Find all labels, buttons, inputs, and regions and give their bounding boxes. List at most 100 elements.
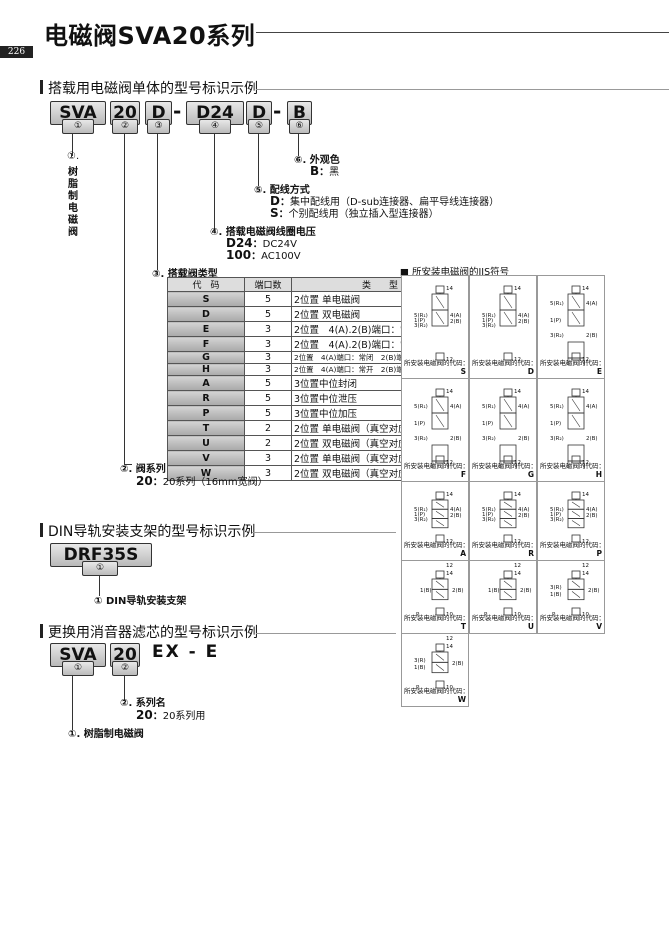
- port-label-12: 12: [514, 460, 521, 466]
- port-label-5: 5(R₁): [414, 404, 428, 410]
- port-label-1b: 1(B): [550, 592, 562, 598]
- jis-caption: 所安装电磁阀的代码：U: [472, 612, 537, 631]
- port-count: 5: [244, 306, 292, 322]
- din-note: ① DIN导轨安装支架: [94, 596, 187, 607]
- jis-caption-code: V: [596, 622, 602, 631]
- port-label-4: 4(A): [450, 507, 462, 513]
- valve-symbol-icon: [567, 491, 585, 543]
- code-num: ①: [62, 119, 94, 134]
- port-label-5: 5(R₁): [482, 313, 496, 319]
- jis-caption-code: S: [460, 367, 466, 376]
- jis-caption: 所安装电磁阀的代码：D: [472, 357, 537, 376]
- section-heading-silencer: 更换用消音器滤芯的型号标识示例: [48, 625, 258, 641]
- port-label-2: 2(B): [518, 436, 530, 442]
- jis-caption-code: G: [527, 470, 534, 479]
- port-label-3: 3(R₂): [414, 517, 428, 523]
- port-label-2: 2(B): [452, 588, 464, 594]
- port-label-2: 2(B): [518, 513, 530, 519]
- valve-symbol-icon: [431, 388, 449, 468]
- title-rule: [256, 32, 669, 33]
- port-label-14: 14: [582, 492, 589, 498]
- leader-line: [124, 134, 125, 464]
- note-5-label: ⑤. 配线方式: [254, 185, 310, 196]
- valve-code: W: [167, 465, 245, 481]
- valve-code: U: [167, 435, 245, 451]
- valve-code: R: [167, 390, 245, 406]
- port-count: 5: [244, 291, 292, 307]
- jis-caption-text: 所安装电磁阀的代码：: [540, 541, 605, 549]
- port-label-1b: 1(B): [420, 588, 432, 594]
- port-label-14: 14: [582, 571, 589, 577]
- silencer-series-code: 20: [136, 708, 153, 722]
- jis-caption-code: T: [460, 622, 466, 631]
- port-count: 3: [244, 450, 292, 466]
- port-label-5: 5(R₁): [482, 404, 496, 410]
- leader-line: [298, 134, 299, 156]
- jis-caption: 所安装电磁阀的代码：F: [404, 460, 469, 479]
- leader-line: [72, 134, 73, 156]
- port-label-12: 12: [446, 460, 453, 466]
- port-label-1: 1(P): [550, 512, 562, 518]
- jis-caption-text: 所安装电磁阀的代码：: [404, 462, 469, 470]
- valve-symbol-icon: [567, 570, 585, 616]
- note-1-label: ①.: [67, 151, 80, 162]
- col-header-ports: 端口数: [244, 277, 292, 292]
- port-count: 5: [244, 390, 292, 406]
- port-label-2: 2(B): [586, 333, 598, 339]
- port-label-12: 12: [514, 357, 521, 363]
- port-label-4: 4(A): [450, 313, 462, 319]
- port-label-1: 1(P): [550, 421, 562, 427]
- jis-caption-code: F: [460, 470, 466, 479]
- port-label-2: 2(B): [586, 436, 598, 442]
- valve-code: S: [167, 291, 245, 307]
- jis-caption: 所安装电磁阀的代码：G: [472, 460, 537, 479]
- port-label-14: 14: [446, 389, 453, 395]
- port-label-1: 1(P): [414, 512, 426, 518]
- port-label-12: 12: [582, 357, 589, 363]
- jis-caption-text: 所安装电磁阀的代码：: [540, 359, 605, 367]
- valve-code: P: [167, 405, 245, 421]
- voltage-desc-100: AC100V: [261, 251, 301, 262]
- port-label-4: 4(A): [586, 507, 598, 513]
- port-label-5: 5(R₁): [414, 507, 428, 513]
- wiring-code-s: S: [270, 206, 279, 220]
- port-label-p: P: [416, 685, 420, 691]
- port-label-1: 1(P): [482, 421, 494, 427]
- port-label-5: 5(R₁): [550, 301, 564, 307]
- silencer-series-desc: 20系列用: [162, 711, 206, 722]
- note-4-label: ④. 搭载电磁阀线圈电压: [210, 227, 316, 238]
- wiring-desc-d: 集中配线用（D-sub连接器、扁平导线连接器）: [289, 197, 500, 208]
- jis-caption-code: P: [596, 549, 603, 558]
- jis-caption-code: U: [527, 622, 534, 631]
- port-label-p: P: [416, 612, 420, 618]
- jis-caption-text: 所安装电磁阀的代码：: [540, 462, 605, 470]
- valve-code: F: [167, 336, 245, 352]
- jis-caption: 所安装电磁阀的代码：A: [404, 539, 469, 558]
- voltage-code-100: 100: [226, 248, 252, 262]
- note-1-text: 树脂制电磁阀: [68, 167, 78, 238]
- jis-caption-text: 所安装电磁阀的代码：: [472, 614, 537, 622]
- valve-symbol-icon: [567, 388, 585, 468]
- leader-line: [157, 134, 158, 270]
- port-label-10: 10: [446, 612, 453, 618]
- port-label-2: 2(B): [450, 513, 462, 519]
- port-count: 5: [244, 375, 292, 391]
- col-header-code: 代 码: [167, 277, 245, 292]
- port-count: 5: [244, 405, 292, 421]
- section-rule: [256, 89, 669, 90]
- port-label-4: 4(A): [586, 301, 598, 307]
- jis-caption: 所安装电磁阀的代码：W: [404, 685, 469, 704]
- section-rule: [252, 532, 396, 533]
- port-label-2: 2(B): [588, 588, 600, 594]
- jis-caption-code: R: [528, 549, 534, 558]
- port-label-5: 5(R₁): [414, 313, 428, 319]
- code-num: ④: [199, 119, 231, 134]
- port-label-4: 4(A): [518, 507, 530, 513]
- jis-caption: 所安装电磁阀的代码：T: [404, 612, 469, 631]
- port-count: 3: [244, 363, 292, 376]
- wiring-code-d: D: [270, 194, 280, 208]
